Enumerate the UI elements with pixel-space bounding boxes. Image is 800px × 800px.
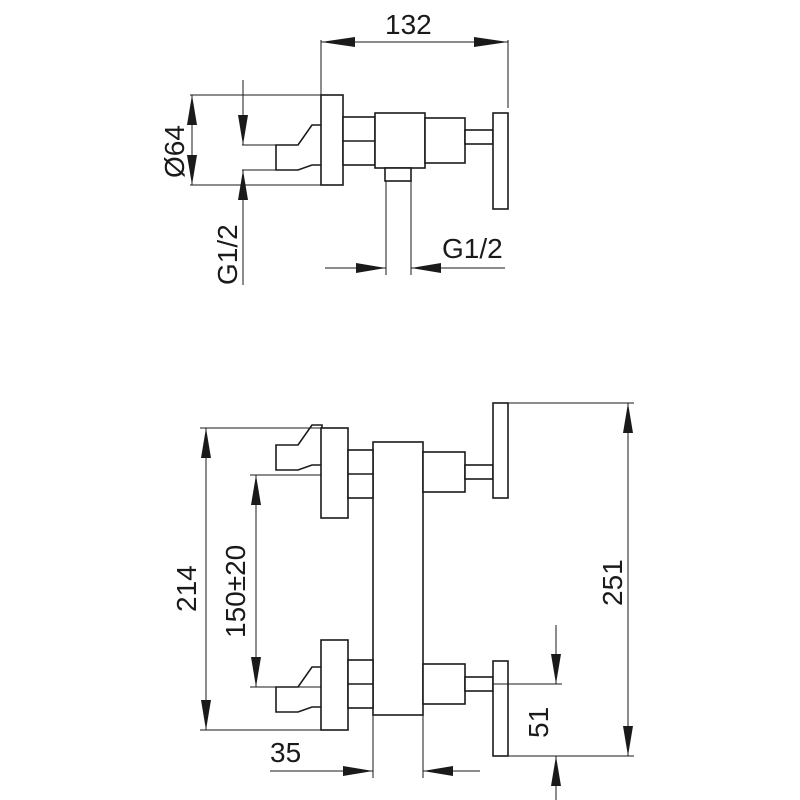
- label-left-thread: G1/2: [212, 224, 243, 285]
- dim-top-outlet-thread: [325, 181, 505, 275]
- dim-top-width: [320, 37, 509, 108]
- dim-front-214: [200, 427, 321, 731]
- label-251: 251: [597, 559, 628, 606]
- top-cartridge: [424, 117, 466, 164]
- dim-top-left-thread: [238, 80, 276, 285]
- front-lower-flange: [320, 639, 349, 731]
- top-handle: [492, 112, 509, 210]
- front-view: 214 150±20 251 51: [171, 402, 634, 800]
- dim-front-150: [250, 474, 321, 688]
- label-150: 150±20: [220, 545, 251, 638]
- front-mixer-body: [372, 441, 424, 716]
- top-outlet: [384, 167, 412, 182]
- front-lower-spindle: [464, 676, 494, 692]
- dim-front-35: [270, 715, 480, 778]
- front-lower-inlet-connector: [275, 666, 323, 713]
- label-35: 35: [270, 737, 301, 768]
- top-spindle: [464, 129, 494, 145]
- front-lower-handle: [492, 660, 509, 757]
- top-inlet-connector: [275, 124, 323, 171]
- dim-front-51: [493, 625, 562, 800]
- front-upper-handle: [492, 402, 509, 499]
- dim-front-251: [508, 402, 634, 757]
- front-lower-cartridge: [422, 663, 466, 705]
- dim-top-diameter: [187, 94, 321, 186]
- label-diameter-64: Ø64: [159, 125, 190, 178]
- label-outlet-thread: G1/2: [442, 233, 503, 264]
- label-51: 51: [523, 707, 554, 738]
- top-wall-flange: [320, 94, 344, 186]
- front-upper-inlet-connector: [275, 424, 323, 471]
- front-upper-flange: [320, 427, 349, 519]
- top-view: 132 Ø64 G1/2 G1/2: [159, 9, 509, 285]
- front-upper-spindle: [464, 464, 494, 480]
- top-mixer-body: [374, 112, 426, 169]
- label-132: 132: [385, 9, 432, 40]
- label-214: 214: [171, 565, 202, 612]
- front-upper-cartridge: [422, 451, 466, 493]
